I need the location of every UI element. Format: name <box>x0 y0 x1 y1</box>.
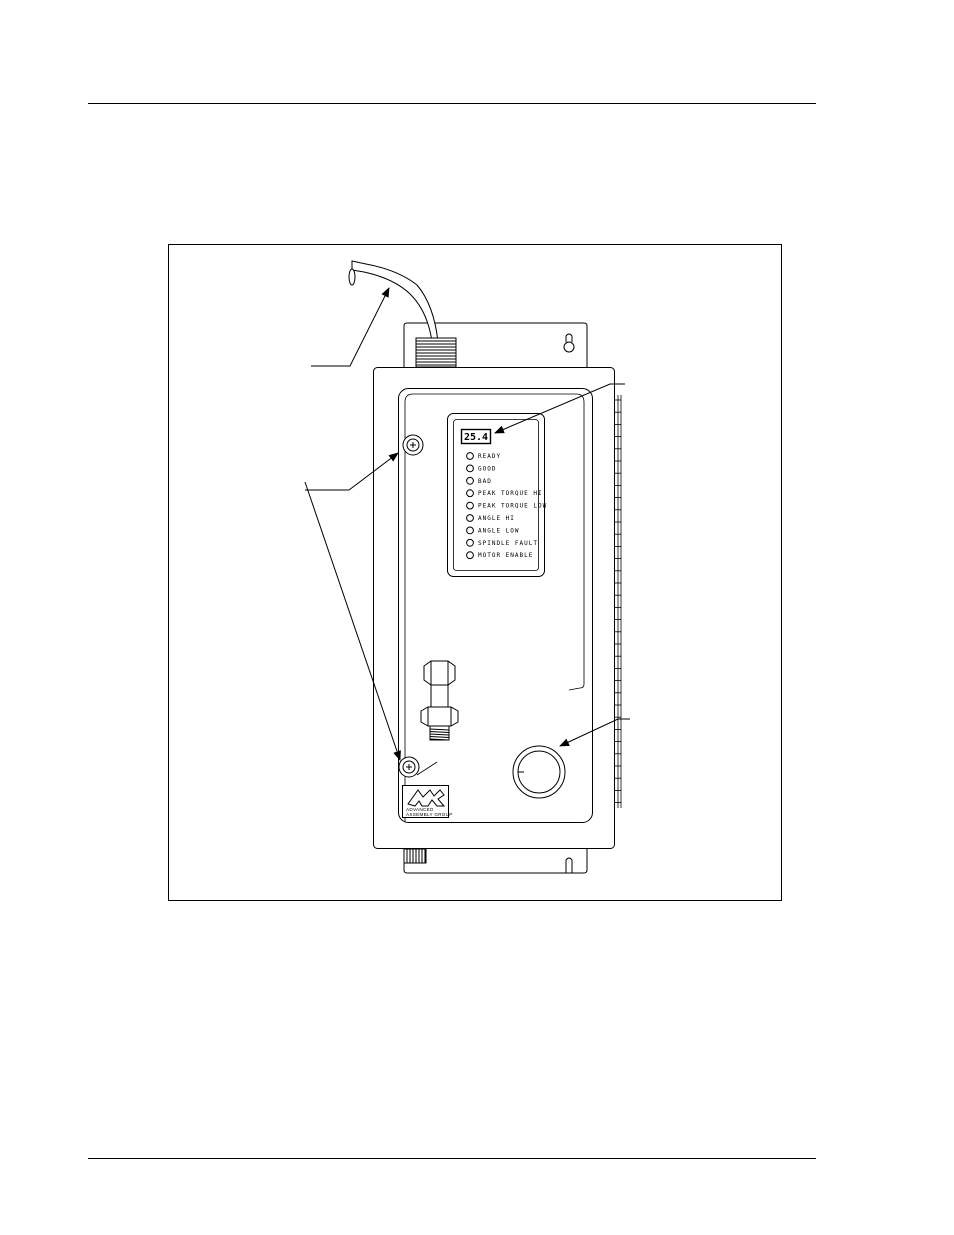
screw-callout-top <box>305 452 399 491</box>
rotary-switch <box>512 745 566 799</box>
led-icon <box>466 452 474 460</box>
led-icon <box>466 514 474 522</box>
ground-lead <box>416 761 438 776</box>
display-callout <box>494 383 625 434</box>
led-icon <box>466 501 474 510</box>
door-screw-top-icon <box>402 434 424 456</box>
led-indicator: MOTOR ENABLE <box>466 551 533 560</box>
company-logo: ADVANCED ASSEMBLY GROUP <box>402 785 453 818</box>
bottom-slot-icon <box>565 857 573 873</box>
led-indicator: PEAK TORQUE HI <box>466 489 543 498</box>
footer-rule <box>88 1158 816 1159</box>
bottom-connector <box>403 848 427 864</box>
torque-readout: 25.4 <box>464 432 488 443</box>
callout-leaders <box>304 287 630 761</box>
led-icon <box>466 489 474 498</box>
led-label: SPINDLE FAULT <box>478 540 538 547</box>
led-icon <box>466 476 474 485</box>
led-label: ANGLE HI <box>478 515 515 522</box>
led-indicator: ANGLE LOW <box>466 526 520 535</box>
bolt-icon <box>420 660 459 741</box>
led-indicator: READY <box>466 452 501 460</box>
figure-frame <box>168 244 782 901</box>
screw-callout-bottom <box>304 481 401 761</box>
led-icon <box>466 464 474 473</box>
led-label: BAD <box>478 478 492 485</box>
logo-mark-icon <box>407 789 446 807</box>
mounting-plate <box>403 322 588 874</box>
torque-display: 25.4 <box>460 428 492 445</box>
led-icon <box>466 551 474 560</box>
led-label: PEAK TORQUE HI <box>478 490 543 497</box>
led-label: MOTOR ENABLE <box>478 552 533 559</box>
switch-callout <box>559 718 630 747</box>
led-list: READY GOOD BAD PEAK TORQUE HI PEAK TORQUE LO… <box>466 452 547 560</box>
led-indicator: ANGLE HI <box>466 514 515 522</box>
door-screw-bottom-icon <box>398 756 420 778</box>
cable-connector <box>415 337 457 368</box>
led-indicator: BAD <box>466 476 492 485</box>
led-indicator: GOOD <box>466 464 496 473</box>
enclosure-door <box>398 388 593 823</box>
logo-text-line1: ADVANCED <box>406 807 434 812</box>
led-indicator: SPINDLE FAULT <box>466 538 538 547</box>
keyhole-slot-icon <box>563 333 575 353</box>
led-label: ANGLE LOW <box>478 527 520 534</box>
header-rule <box>88 103 816 104</box>
logo-text-line2: ASSEMBLY GROUP <box>406 812 453 817</box>
led-label: READY <box>478 453 501 460</box>
cable-callout <box>311 287 390 367</box>
led-label: GOOD <box>478 465 496 472</box>
led-label: PEAK TORQUE LOW <box>478 503 547 510</box>
side-fins <box>614 395 622 808</box>
led-icon <box>466 538 474 547</box>
cable <box>348 260 439 343</box>
led-icon <box>466 526 474 535</box>
led-indicator: PEAK TORQUE LOW <box>466 501 547 510</box>
